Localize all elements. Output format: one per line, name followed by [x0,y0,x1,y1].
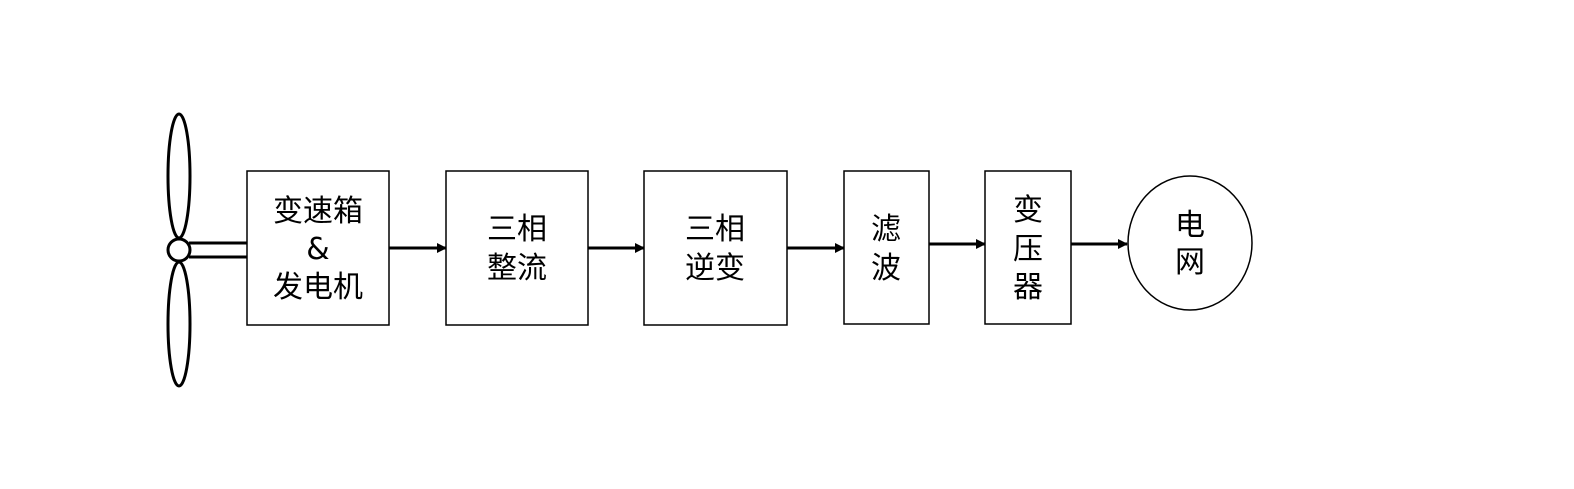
block-filter: 滤 波 [843,170,930,325]
block-three-phase-inverter-line-2: 逆变 [685,251,745,286]
wind-turbine-icon [166,112,247,388]
block-transformer-line-3: 器 [1013,270,1043,305]
block-filter-line-2: 波 [871,251,901,286]
block-three-phase-rectifier: 三相 整流 [445,170,589,326]
power-grid-line-1: 电 [1175,208,1205,243]
block-filter-box [843,170,930,325]
power-grid-circle [1127,175,1253,311]
block-filter-line-1: 滤 [871,212,901,247]
block-gearbox-generator: 变速箱 & 发电机 [246,170,390,326]
turbine-blade-lower [166,260,192,388]
block-three-phase-rectifier-line-1: 三相 [487,212,547,247]
power-grid-node: 电 网 [1127,175,1253,311]
block-transformer-line-2: 压 [1013,232,1043,267]
block-gearbox-generator-line-3: 发电机 [273,270,363,305]
turbine-hub [166,237,192,263]
block-three-phase-inverter-box [643,170,788,326]
block-gearbox-generator-box [246,170,390,326]
block-three-phase-rectifier-line-2: 整流 [487,251,547,286]
block-three-phase-rectifier-box [445,170,589,326]
block-gearbox-generator-line-2: & [306,232,329,267]
block-three-phase-inverter-line-1: 三相 [685,212,745,247]
block-transformer: 变 压 器 [984,170,1072,325]
block-gearbox-generator-line-1: 变速箱 [273,194,363,229]
block-transformer-line-1: 变 [1013,193,1043,228]
power-grid-line-2: 网 [1175,245,1205,280]
block-three-phase-inverter: 三相 逆变 [643,170,788,326]
turbine-blade-upper [166,112,192,240]
block-transformer-box [984,170,1072,325]
